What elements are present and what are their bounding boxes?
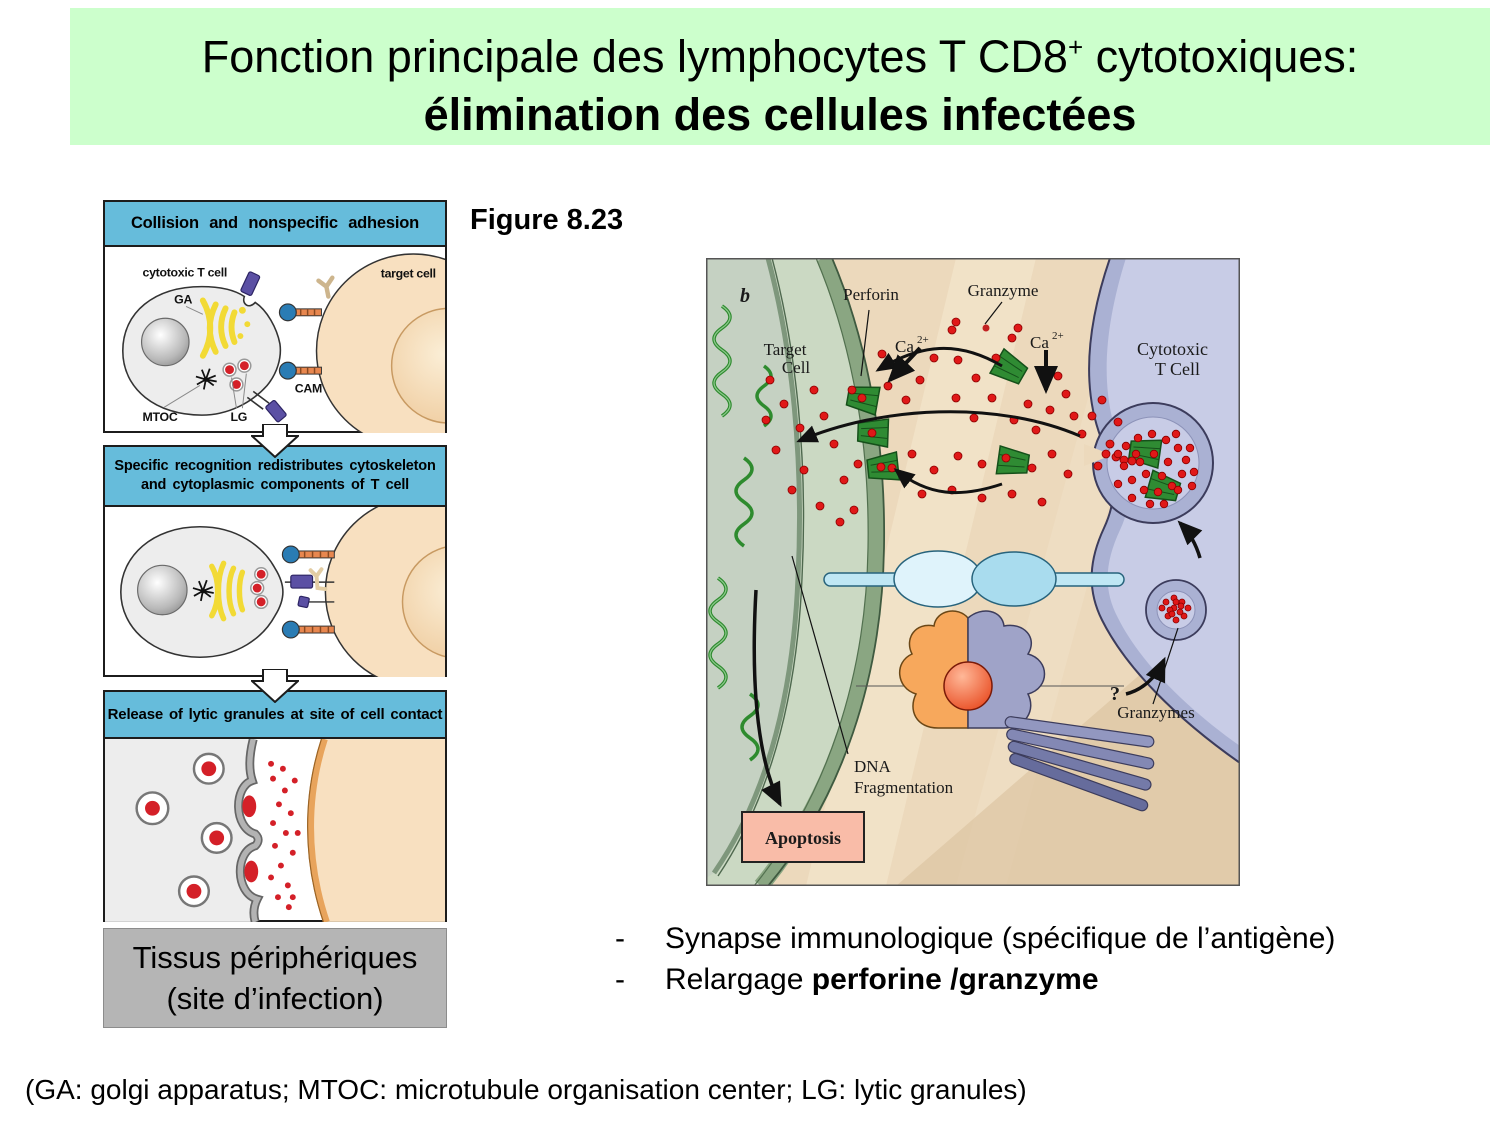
adhesion-molecule xyxy=(823,550,1125,608)
target-cell xyxy=(324,507,445,677)
target-cell xyxy=(307,739,445,922)
panel1-collision: Collision and nonspecific adhesion xyxy=(103,200,447,433)
lytic-granules xyxy=(222,358,252,392)
target-cell-label-line1: Target xyxy=(764,340,807,359)
dna-label-line2: Fragmentation xyxy=(854,778,954,797)
panel3-release: Release of lytic granules at site of cel… xyxy=(103,690,447,922)
panel3-illustration xyxy=(105,739,445,922)
tcr-receptors xyxy=(240,271,287,423)
antigen-icon xyxy=(308,567,328,592)
down-arrow-icon xyxy=(251,424,299,458)
title-line1-text: Fonction principale des lymphocytes T CD… xyxy=(201,31,1068,82)
caption-box: Tissus périphériques (site d’infection) xyxy=(103,928,447,1028)
golgi-apparatus-icon xyxy=(199,297,238,359)
bullet-2-prefix: Relargage xyxy=(665,963,812,996)
cytotoxic-t-cell-label: cytotoxic T cell xyxy=(143,266,227,280)
released-dots xyxy=(268,760,301,911)
target-cell xyxy=(315,253,445,433)
ctl-label-line1: Cytotoxic xyxy=(1137,339,1208,359)
cam-adhesion-molecules xyxy=(278,303,322,380)
label-pointer-lines xyxy=(164,305,247,409)
title-line1: Fonction principale des lymphocytes T CD… xyxy=(70,18,1490,86)
apoptosis-arrow xyxy=(752,589,782,808)
synapse-illustration: b Perforin Granzyme Ca 2+ Ca 2+ Target C… xyxy=(706,254,1241,892)
target-cell-label: target cell xyxy=(381,267,436,281)
ctl-label-line2: T Cell xyxy=(1155,359,1200,379)
calcium-sup-right: 2+ xyxy=(1052,330,1064,342)
figure-border xyxy=(706,258,1240,886)
calcium-sup-left: 2+ xyxy=(917,334,929,346)
bullet-item-1: - Synapse immunologique (spécifique de l… xyxy=(615,918,1335,959)
secreted-granules xyxy=(242,795,259,883)
antigen-icon xyxy=(316,275,335,299)
bullet-item-2: - Relargage perforine /granzyme xyxy=(615,959,1335,1000)
panel2-header-line2: and cytoplasmic components of T cell xyxy=(141,477,409,493)
cam-label: CAM xyxy=(295,381,322,395)
title-superscript: + xyxy=(1067,32,1084,62)
ca-arrow-left xyxy=(887,346,922,383)
panel-letter: b xyxy=(740,285,750,307)
bullet-dash: - xyxy=(615,922,625,955)
cytotoxic-t-cell xyxy=(1084,257,1241,765)
mtoc-icon xyxy=(192,579,214,602)
panel2-header-line1: Specific recognition redistributes cytos… xyxy=(114,458,436,474)
title-line2: élimination des cellules infectées xyxy=(423,89,1137,140)
panel1-illustration: cytotoxic T cell target cell GA MTOC LG … xyxy=(121,253,445,433)
panel2-illustration xyxy=(120,507,445,677)
golgi-apparatus-icon xyxy=(209,560,246,622)
nucleus xyxy=(140,317,190,367)
bullet-dash: - xyxy=(615,963,625,996)
bullet-1-text: Synapse immunologique (spécifique de l’a… xyxy=(665,922,1336,955)
apoptosis-box xyxy=(741,811,865,863)
lytic-granules xyxy=(250,567,269,610)
label-pointer-lines xyxy=(791,301,1179,755)
panel2-recognition: Specific recognition redistributes cytos… xyxy=(103,445,447,677)
mtoc-label: MTOC xyxy=(143,410,178,424)
dna-label-line1: DNA xyxy=(854,757,892,776)
bulb-opening xyxy=(1084,444,1112,466)
bullet-2-text: Relargage perforine /granzyme xyxy=(665,959,1099,1000)
cytotoxic-t-cell xyxy=(121,285,282,416)
cytotoxic-t-cell xyxy=(105,739,264,922)
caption-line2: (site d’infection) xyxy=(166,981,384,1016)
mtoc-icon xyxy=(195,368,217,390)
target-cell-label-line2: Cell xyxy=(782,358,811,377)
tcr-mhc-complex xyxy=(856,610,1155,812)
title-line1-tail: cytotoxiques: xyxy=(1083,31,1359,82)
panel1-header: Collision and nonspecific adhesion xyxy=(105,202,445,247)
granzymes-label: Granzymes xyxy=(1117,703,1194,722)
synapse-molecules xyxy=(281,545,335,639)
cytotoxic-t-cell xyxy=(120,525,284,659)
lytic-granules xyxy=(135,752,233,908)
calcium-label-left: Ca xyxy=(895,337,914,356)
question-arrow xyxy=(1125,656,1166,696)
panel2-header: Specific recognition redistributes cytos… xyxy=(105,447,445,507)
bullet-list: - Synapse immunologique (spécifique de l… xyxy=(615,918,1335,1000)
granzyme-pointer-dot xyxy=(982,324,990,332)
bullet-2-bold: perforine /granzyme xyxy=(811,963,1099,996)
apoptosis-label: Apoptosis xyxy=(765,828,841,848)
title-banner: Fonction principale des lymphocytes T CD… xyxy=(70,8,1490,145)
tcr-fins xyxy=(1004,716,1155,812)
dna-helix-highlight xyxy=(709,305,731,689)
figure-number-label: Figure 8.23 xyxy=(470,204,624,236)
antigen-peptide xyxy=(943,661,993,711)
granzyme-label: Granzyme xyxy=(968,281,1039,300)
question-mark-label: ? xyxy=(1110,683,1120,705)
down-arrow-icon xyxy=(251,669,299,703)
footer-note: (GA: golgi apparatus; MTOC: microtubule … xyxy=(25,1074,1027,1105)
calcium-label-right: Ca xyxy=(1030,333,1049,352)
nucleus xyxy=(137,564,188,616)
lg-label: LG xyxy=(231,410,248,424)
synapse-figure: b Perforin Granzyme Ca 2+ Ca 2+ Target C… xyxy=(706,254,1241,892)
caption-line1: Tissus périphériques xyxy=(132,940,418,975)
flow-arrows xyxy=(752,346,1203,808)
perforin-label: Perforin xyxy=(843,285,899,304)
golgi-vesicles xyxy=(237,306,251,340)
target-nucleus xyxy=(706,258,800,878)
ga-label: GA xyxy=(174,292,192,306)
